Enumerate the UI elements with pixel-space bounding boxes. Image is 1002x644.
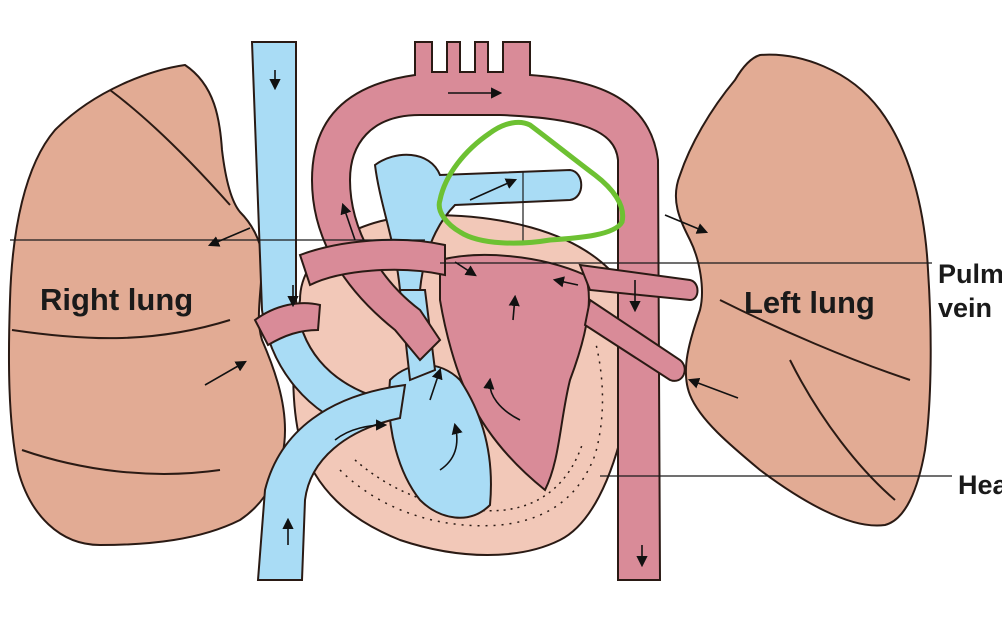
left-lung-fissure <box>789 359 896 501</box>
aorta <box>310 41 662 581</box>
pulmonary-vein-left <box>583 298 686 382</box>
highlight-annotation <box>436 119 626 246</box>
right-lung-fissure <box>109 89 231 206</box>
inferior-vena-cava <box>256 383 407 581</box>
right-ventricle <box>388 364 492 519</box>
right-lung-fissure <box>11 319 231 340</box>
pulmonary-veins-label: Pulm vein <box>938 257 1002 325</box>
left-lung-label: Left lung <box>744 285 875 320</box>
right-lung <box>7 63 287 547</box>
flow-arrows <box>204 70 739 568</box>
heart-muscle-texture <box>354 444 583 512</box>
pulmonary-vein-right <box>298 238 446 287</box>
right-lung-fissure <box>21 449 221 475</box>
right-lung-label: Right lung <box>40 282 194 317</box>
pulmonary-veins-label-line1: Pulm <box>938 259 1002 289</box>
left-lung-fissure <box>719 299 911 381</box>
heart-label: Hea <box>958 470 1002 500</box>
pulmonary-vein-left <box>578 263 699 302</box>
pulmonary-veins-label-line2: vein <box>938 293 993 323</box>
pulmonary-vein-right <box>253 302 322 347</box>
heart-muscle-texture <box>339 339 604 527</box>
left-lung <box>674 53 932 527</box>
